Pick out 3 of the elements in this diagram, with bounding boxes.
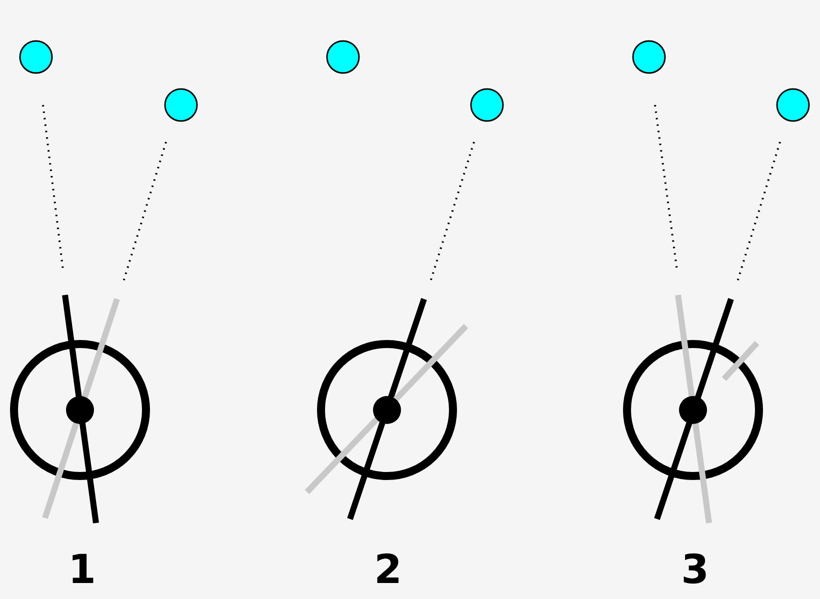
panel-number: 2 [373,546,403,594]
panel-number: 1 [67,546,97,594]
panel-number: 3 [680,546,710,594]
